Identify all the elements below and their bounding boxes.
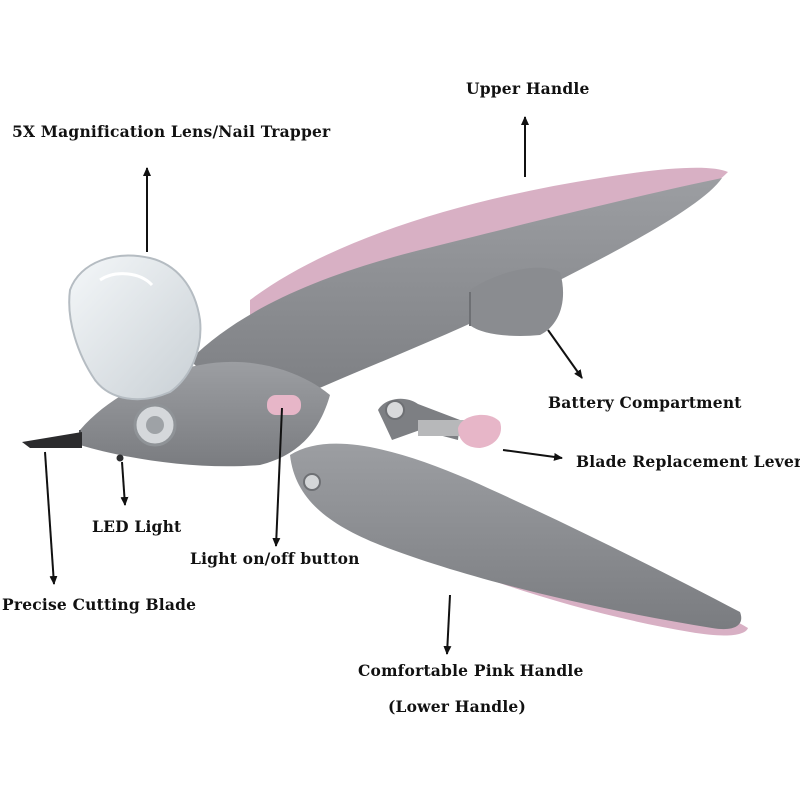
arrow-battery: [547, 329, 583, 379]
label-button: Light on/off button: [190, 549, 360, 568]
magnification-lens: [68, 254, 202, 447]
upper-handle: [190, 167, 728, 420]
blade-replacement-lever: [378, 398, 502, 448]
arrow-led: [120, 461, 129, 506]
label-upper-handle: Upper Handle: [466, 79, 590, 98]
arrow-blade: [44, 451, 58, 585]
cutting-blade: [22, 432, 82, 448]
battery-compartment: [469, 267, 564, 336]
arrow-pink-handle: [443, 594, 452, 655]
label-blade: Precise Cutting Blade: [2, 595, 197, 614]
label-pink-handle: Comfortable Pink Handle: [358, 661, 584, 680]
label-lens: 5X Magnification Lens/Nail Trapper: [12, 122, 331, 141]
arrow-blade-lever: [502, 449, 563, 461]
hinge-screw: [303, 473, 321, 491]
label-blade-lever: Blade Replacement Lever: [576, 452, 800, 471]
light-button[interactable]: [267, 395, 301, 415]
label-battery: Battery Compartment: [548, 393, 742, 412]
arrow-button: [272, 407, 283, 547]
led-light: [116, 454, 124, 462]
label-led: LED Light: [92, 517, 182, 536]
callout-arrows: [44, 116, 583, 655]
label-lower-handle: (Lower Handle): [388, 697, 527, 716]
lower-handle: [290, 443, 748, 636]
